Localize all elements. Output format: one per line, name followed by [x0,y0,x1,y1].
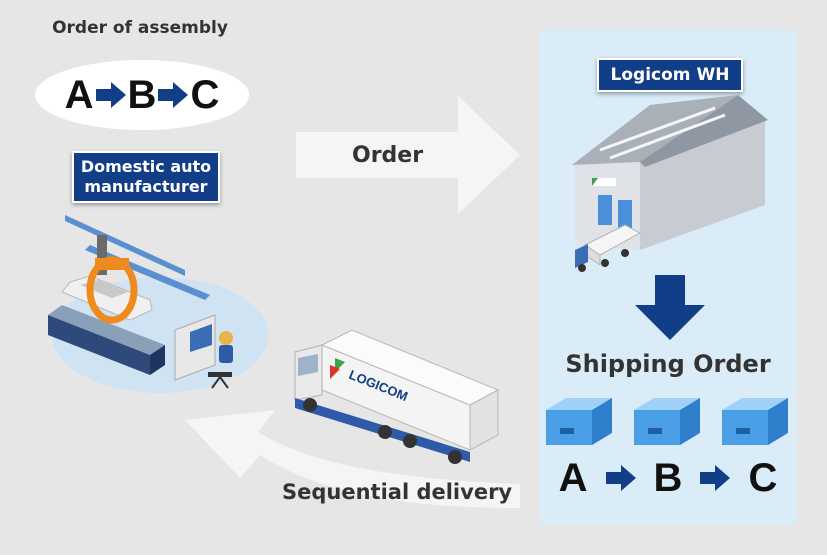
shipping-sequence: A B C [539,458,797,498]
arrow-right-icon [158,82,189,108]
shipping-letter-b: B [653,456,683,500]
warehouse-label: Logicom WH [597,58,743,92]
container-icon [634,398,700,445]
container-icon [722,398,788,445]
arrow-right-icon [605,465,636,491]
shipping-letter-a: A [558,456,588,500]
arrow-right-icon [95,82,126,108]
sequential-delivery-label: Sequential delivery [282,480,513,504]
assembly-order-heading: Order of assembly [52,18,228,38]
arrow-right-icon [700,465,731,491]
assembly-sequence: A B C [35,60,249,130]
sequence-letter-b: B [127,73,157,117]
sequence-letter-c: C [190,73,220,117]
shipping-letter-c: C [748,456,778,500]
container-icon [546,398,612,445]
sequence-letter-a: A [64,73,94,117]
shipping-order-label: Shipping Order [565,350,771,378]
order-label: Order [352,143,424,168]
manufacturer-label: Domestic auto manufacturer [72,151,220,203]
